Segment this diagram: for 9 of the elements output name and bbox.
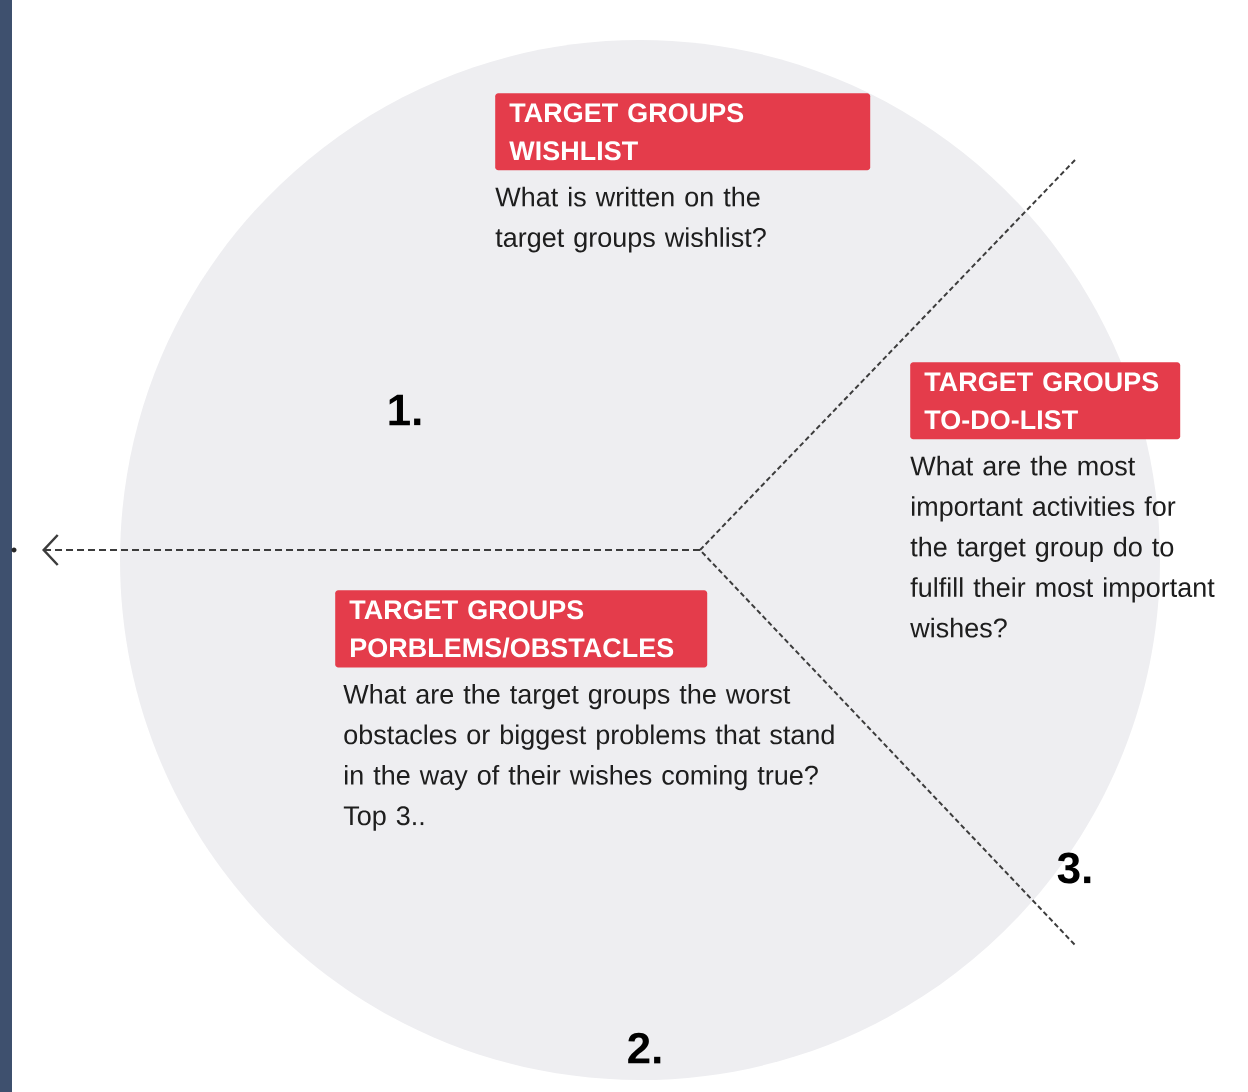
body-text: What is written on the target groups wishlist?: [495, 186, 766, 253]
section-number: 3.: [1057, 852, 1091, 884]
heading-box: TARGET GROUPS WISHLIST: [495, 93, 871, 171]
heading-box: TARGET GROUPS PORBLEMS/OBSTACLES: [335, 590, 708, 668]
section-number: 2.: [628, 1032, 661, 1064]
body-text: What are the most important activities for the target group do to fulfill their most important wishes?: [910, 455, 1215, 638]
body-text: What are the target groups the worst obstacles or biggest problems that stand in the way of their wishes coming true? Top 3..: [343, 684, 834, 831]
section-number: 1.: [389, 394, 421, 426]
heading-box: TARGET GROUPS TO-DO-LIST: [910, 362, 1181, 440]
